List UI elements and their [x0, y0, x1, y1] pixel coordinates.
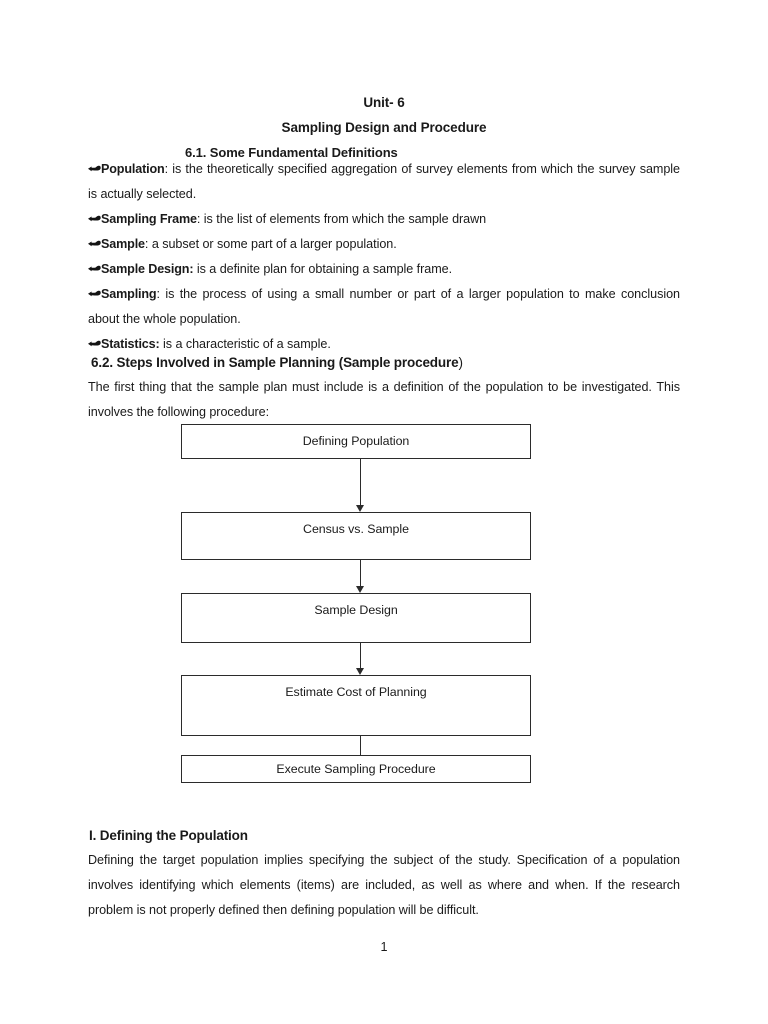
- pointing-hand-icon: [88, 214, 101, 223]
- connector-stem: [360, 459, 362, 505]
- definition-separator: :: [144, 237, 152, 251]
- flow-box-label: Defining Population: [302, 434, 410, 448]
- definitions-list: Population: is the theoretically specifi…: [88, 157, 680, 357]
- subsection-heading-6-1: 6.1. Some Fundamental Definitions: [185, 145, 398, 160]
- definition-term: Population: [101, 162, 165, 176]
- pointing-hand-icon: [88, 339, 101, 348]
- flow-box-label: Estimate Cost of Planning: [285, 685, 427, 699]
- pointing-hand-icon: [88, 264, 101, 273]
- definition-text: is the theoretically specified aggregati…: [88, 162, 681, 201]
- definition-term: Sample: [101, 237, 145, 251]
- section-heading-i: I. Defining the Population: [89, 828, 248, 843]
- arrowhead-icon: [356, 668, 364, 675]
- definition-term: Sampling Frame: [101, 212, 197, 226]
- definition-text: is a definite plan for obtaining a sampl…: [196, 262, 453, 276]
- definition-item: Statistics: is a characteristic of a sam…: [88, 332, 680, 357]
- flow-box-defining-population: Defining Population: [181, 424, 531, 459]
- definition-text: is the list of elements from which the s…: [203, 212, 487, 226]
- definition-item: Sampling Frame: is the list of elements …: [88, 207, 680, 232]
- definition-item: Sample Design: is a definite plan for ob…: [88, 257, 680, 282]
- connector-stem: [360, 736, 362, 755]
- arrowhead-icon: [356, 586, 364, 593]
- definition-term: Sample Design:: [101, 262, 194, 276]
- definition-term: Statistics:: [101, 337, 160, 351]
- section-i-paragraph: Defining the target population implies s…: [88, 853, 680, 917]
- flow-connector-2: [355, 560, 366, 593]
- definition-item: Sample: a subset or some part of a large…: [88, 232, 680, 257]
- flow-connector-4: [355, 736, 366, 755]
- flow-box-execute-sampling-procedure: Execute Sampling Procedure: [181, 755, 531, 783]
- section-heading-6-2: 6.2. Steps Involved in Sample Planning (…: [88, 350, 680, 375]
- section-heading-6-2-bold: 6.2. Steps Involved in Sample Planning (…: [91, 355, 459, 370]
- definition-separator: :: [196, 212, 204, 226]
- unit-heading: Unit- 6: [363, 95, 405, 110]
- pointing-hand-icon: [88, 239, 101, 248]
- pointing-hand-icon: [88, 289, 101, 298]
- definition-text: is the process of using a small number o…: [88, 287, 680, 326]
- flow-box-label: Execute Sampling Procedure: [276, 762, 436, 776]
- pointing-hand-icon: [88, 164, 101, 173]
- definition-text: is a characteristic of a sample.: [163, 337, 331, 351]
- flow-box-sample-design: Sample Design: [181, 593, 531, 643]
- definition-separator: :: [156, 287, 166, 301]
- flow-box-estimate-cost-of-planning: Estimate Cost of Planning: [181, 675, 531, 736]
- arrowhead-icon: [356, 505, 364, 512]
- connector-stem: [360, 643, 362, 668]
- definition-separator: :: [164, 162, 173, 176]
- section-6-2-paragraph: The first thing that the sample plan mus…: [88, 380, 680, 419]
- definition-term: Sampling: [101, 287, 157, 301]
- flow-connector-3: [355, 643, 366, 675]
- flow-connector-1: [355, 459, 366, 512]
- page-number: 1: [380, 940, 388, 954]
- flow-box-label: Census vs. Sample: [303, 522, 409, 536]
- flow-box-census-vs-sample: Census vs. Sample: [181, 512, 531, 560]
- connector-stem: [360, 560, 362, 586]
- definition-item: Sampling: is the process of using a smal…: [88, 282, 680, 332]
- definition-text: a subset or some part of a larger popula…: [151, 237, 397, 251]
- section-heading-6-2-tail: ): [458, 355, 463, 370]
- document-title: Sampling Design and Procedure: [281, 120, 487, 135]
- definition-item: Population: is the theoretically specifi…: [88, 157, 680, 207]
- flow-box-label: Sample Design: [314, 603, 398, 617]
